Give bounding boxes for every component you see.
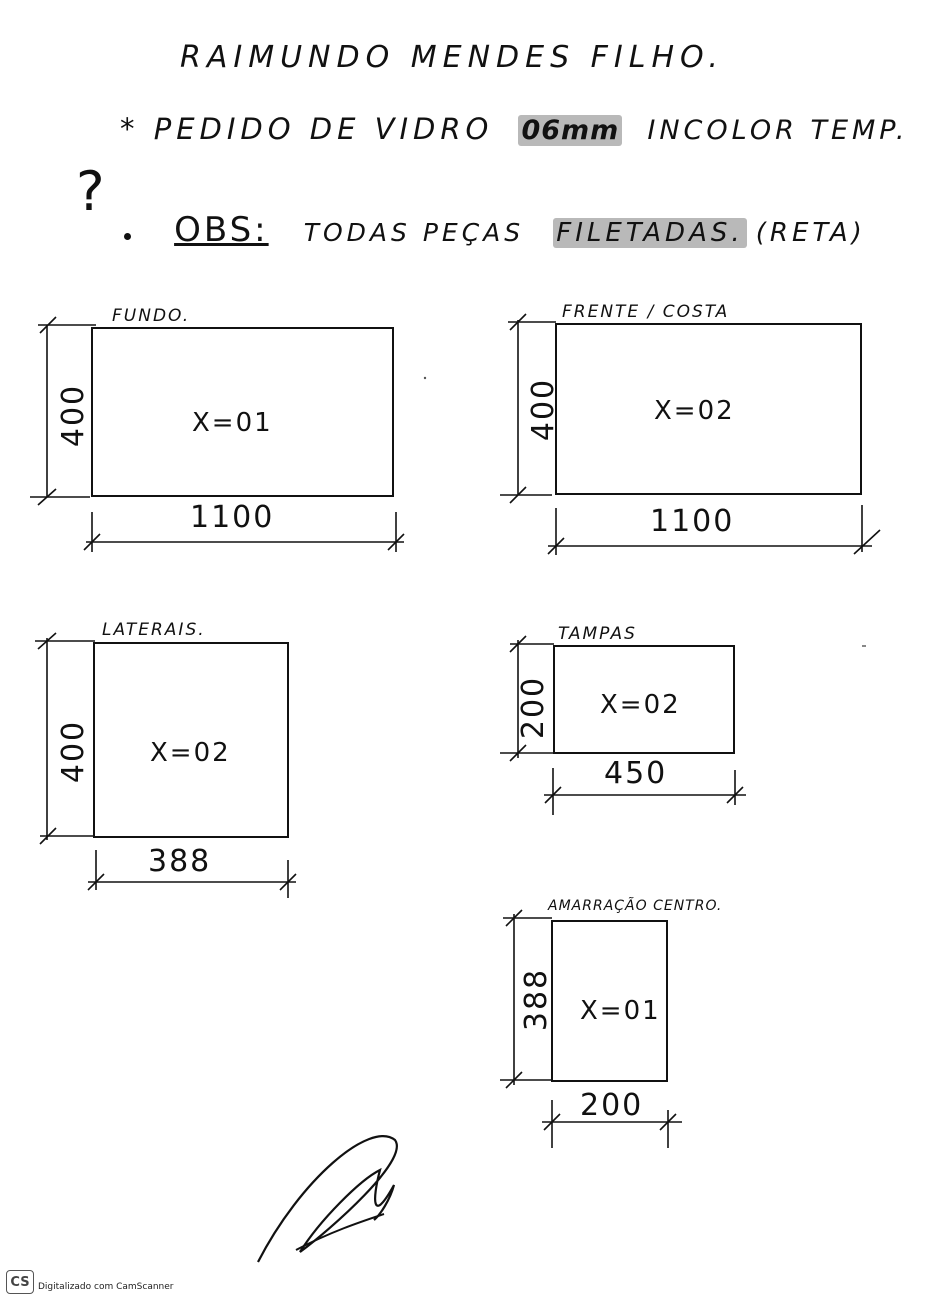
piece-label-laterais: LATERAIS.: [102, 620, 206, 640]
piece-width-fundo: 1100: [190, 500, 275, 535]
piece-rect-amarracao-centro: [551, 920, 668, 1082]
camscanner-logo-icon: CS: [6, 1270, 34, 1294]
piece-label-amarracao-centro: AMARRAÇÃO CENTRO.: [548, 898, 723, 914]
piece-qty-tampas: X=02: [600, 690, 681, 720]
bullet: [124, 233, 131, 240]
piece-qty-laterais: X=02: [150, 738, 231, 768]
piece-height-frente-costa: 400: [526, 377, 562, 442]
piece-rect-fundo: [91, 327, 394, 497]
signature-stroke: [257, 1135, 398, 1263]
piece-height-amarracao-centro: 388: [519, 967, 555, 1032]
order-line: * PEDIDO DE VIDRO 06mm INCOLOR TEMP.: [120, 112, 908, 146]
piece-rect-laterais: [93, 642, 289, 838]
piece-width-amarracao-centro: 200: [580, 1088, 644, 1123]
piece-qty-fundo: X=01: [192, 408, 273, 438]
piece-label-frente-costa: FRENTE / COSTA: [562, 302, 730, 322]
obs-highlight: FILETADAS.: [553, 218, 747, 248]
piece-width-frente-costa: 1100: [650, 504, 735, 539]
obs-paren: (RETA): [755, 218, 866, 248]
piece-height-laterais: 400: [56, 719, 92, 784]
piece-label-tampas: TAMPAS: [558, 624, 637, 644]
scanner-text: Digitalizado com CamScanner: [38, 1282, 174, 1292]
piece-label-fundo: FUNDO.: [112, 306, 191, 326]
obs-label: OBS:: [174, 210, 269, 250]
question-mark: ?: [76, 160, 108, 223]
order-suffix: INCOLOR TEMP.: [647, 115, 909, 146]
piece-qty-amarracao-centro: X=01: [580, 996, 661, 1026]
obs-line: OBS: TODAS PEÇAS FILETADAS. (RETA): [124, 210, 866, 250]
piece-height-tampas: 200: [516, 675, 552, 740]
scanner-watermark: CS Digitalizado com CamScanner: [6, 1270, 173, 1294]
piece-height-fundo: 400: [56, 383, 92, 448]
order-prefix: * PEDIDO DE VIDRO: [120, 112, 494, 146]
piece-qty-frente-costa: X=02: [654, 396, 735, 426]
piece-rect-tampas: [553, 645, 735, 754]
piece-rect-frente-costa: [555, 323, 862, 495]
piece-width-laterais: 388: [148, 844, 212, 879]
client-name: RAIMUNDO MENDES FILHO.: [180, 40, 724, 75]
glass-thickness: 06mm: [518, 115, 623, 146]
piece-width-tampas: 450: [604, 756, 668, 791]
obs-text: TODAS PEÇAS: [303, 218, 525, 247]
